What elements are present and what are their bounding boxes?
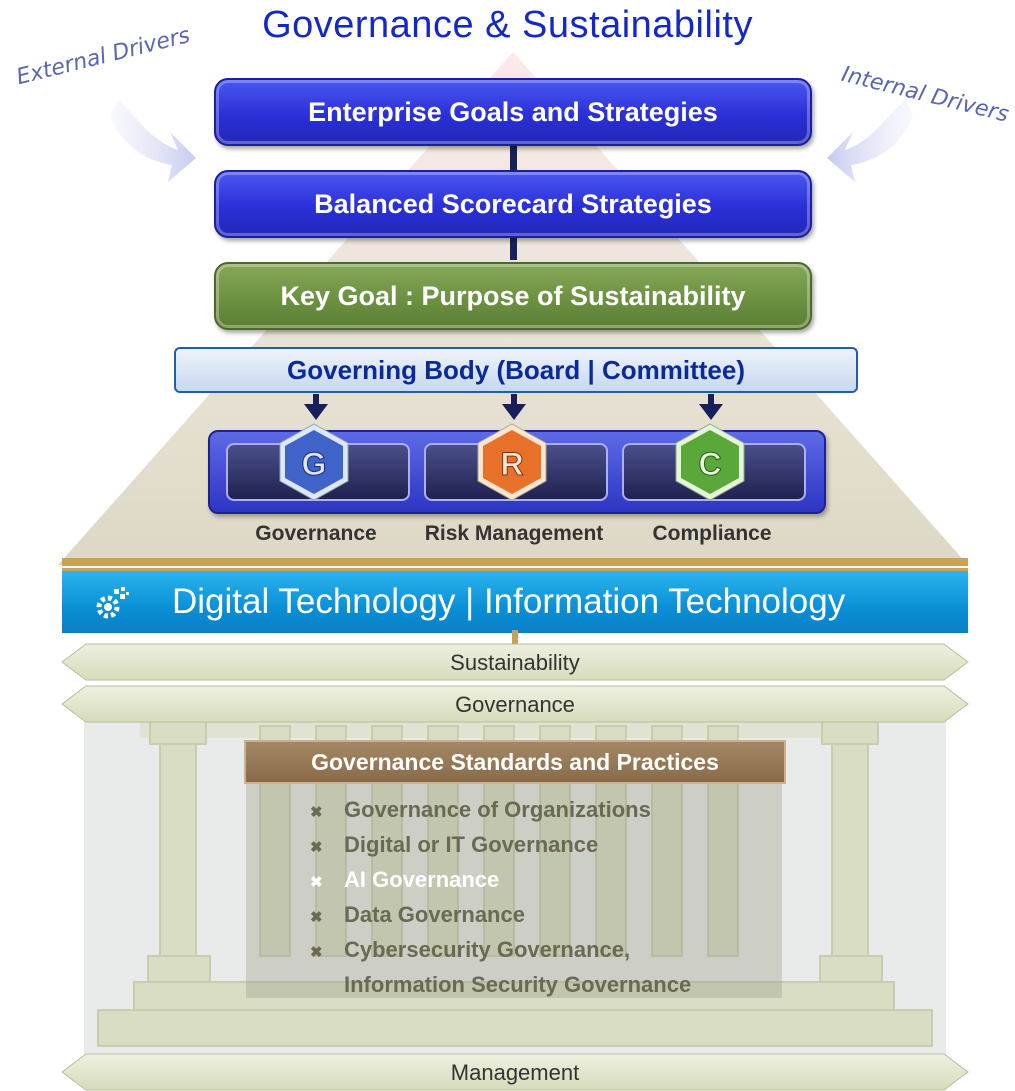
key-goal-box: Key Goal : Purpose of Sustainability: [214, 262, 812, 330]
technology-bar: Digital Technology | Information Technol…: [62, 568, 968, 633]
compliance-hexagon-icon: C: [675, 423, 745, 501]
grc-letter-r: R: [500, 446, 523, 482]
connector-1: [510, 146, 517, 172]
page-title: Governance & Sustainability: [262, 4, 753, 46]
band-label-governance: Governance: [455, 692, 575, 717]
bullet-icon: ✖: [310, 944, 323, 961]
digital-gear-icon: [96, 587, 129, 619]
standard-item: ✖Data Governance: [310, 899, 691, 934]
bullet-icon: ✖: [310, 909, 323, 926]
grc-label-compliance: Compliance: [652, 522, 772, 545]
governance-band: [61, 685, 969, 723]
governance-hexagon-icon: G: [279, 423, 349, 501]
standards-panel: [246, 742, 782, 998]
connector-2: [510, 236, 517, 260]
grc-label-risk: Risk Management: [424, 522, 604, 545]
pyramid-base-line: [62, 558, 968, 566]
bullet-icon: ✖: [310, 804, 323, 821]
grc-letter-g: G: [302, 446, 327, 482]
governing-body-bar: Governing Body (Board | Committee): [174, 347, 858, 393]
governing-body-arrows: [304, 394, 723, 420]
band-label-management: Management: [450, 1060, 580, 1085]
standards-list: ✖Governance of Organizations ✖Digital or…: [310, 794, 691, 1001]
sustainability-band: [61, 643, 969, 681]
standard-item: ✖Governance of Organizations: [310, 794, 691, 829]
tech-connector: [512, 630, 518, 644]
bullet-icon: ✖: [310, 839, 323, 856]
bullet-icon: ✖: [310, 874, 323, 891]
external-driver-arrow: [110, 100, 196, 182]
balanced-scorecard-box: Balanced Scorecard Strategies: [214, 170, 812, 238]
standard-item: ✖Cybersecurity Governance,: [310, 934, 691, 969]
standards-heading: Governance Standards and Practices: [244, 740, 786, 784]
band-label-sustainability: Sustainability: [450, 650, 580, 675]
internal-driver-arrow: [827, 100, 913, 182]
standard-item: ✖Digital or IT Governance: [310, 829, 691, 864]
enterprise-goals-box: Enterprise Goals and Strategies: [214, 78, 812, 146]
standard-item: Information Security Governance: [344, 972, 692, 997]
management-band: [61, 1053, 969, 1091]
grc-letter-c: C: [698, 446, 721, 482]
grc-label-governance: Governance: [255, 522, 377, 545]
standard-item: ✖AI Governance: [310, 864, 691, 899]
risk-hexagon-icon: R: [477, 423, 547, 501]
technology-bar-label: Digital Technology | Information Technol…: [172, 582, 846, 621]
